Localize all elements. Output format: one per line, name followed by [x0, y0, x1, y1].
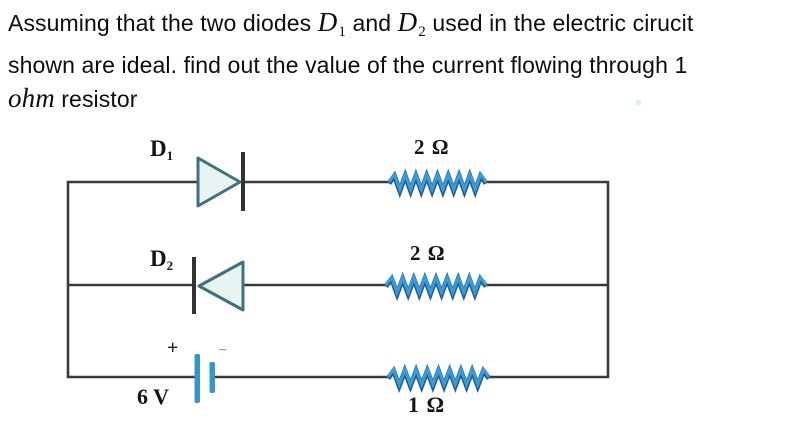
diode-d1-label-base: D: [150, 136, 167, 161]
question-line3-post: resistor: [54, 86, 138, 112]
resistor-2ohm-middle-label: 2 Ω: [410, 241, 445, 265]
question-line-3: ohm resistor: [8, 82, 800, 116]
question-line-1: Assuming that the two diodes D1 and D2 u…: [8, 6, 800, 49]
question-line-2: shown are ideal. find out the value of t…: [8, 52, 688, 78]
resistor-2ohm-middle-coil: [384, 273, 488, 297]
diode-d2-label-base: D: [150, 246, 167, 271]
scan-artifact-dot: [636, 100, 641, 105]
diode-d1-triangle: [196, 156, 242, 208]
diode-d2: [192, 257, 245, 314]
resistor-2ohm-top: [386, 168, 489, 199]
battery-positive-plate: [194, 354, 200, 403]
math-d2-subscript: 2: [418, 24, 426, 40]
resistor-2ohm-top-label: 2 Ω: [414, 135, 449, 159]
battery-6v: [194, 354, 215, 403]
math-d1-subscript: 1: [338, 24, 346, 40]
battery-negative-plate: [209, 362, 215, 393]
diode-d1-label-subscript: 1: [166, 148, 174, 163]
battery-plus-sign: +: [167, 337, 179, 359]
resistor-2ohm-top-coil: [387, 170, 488, 194]
diode-d2-label: D2: [150, 246, 173, 274]
diode-d1: [196, 152, 245, 211]
diode-d2-label-subscript: 2: [166, 258, 174, 273]
battery-voltage-label: 6 V: [137, 384, 169, 409]
resistor-2ohm-middle: [383, 271, 489, 302]
question-line1-post: used in the electric cirucit: [425, 10, 694, 36]
math-d2: D: [397, 7, 418, 37]
math-d1: D: [317, 7, 338, 37]
question-line1-and: and: [345, 10, 398, 36]
resistor-1ohm: [385, 363, 492, 394]
resistor-1ohm-coil: [386, 365, 491, 389]
question-text: Assuming that the two diodes D1 and D2 u…: [8, 6, 800, 116]
resistor-1ohm-label: 1 Ω: [408, 392, 445, 417]
diode-d1-label: D1: [150, 136, 173, 164]
question-line1-pre: Assuming that the two diodes: [8, 10, 318, 36]
diode-d2-triangle: [197, 260, 245, 312]
math-ohm: ohm: [8, 83, 55, 113]
battery-minus-sign: −: [218, 342, 228, 359]
